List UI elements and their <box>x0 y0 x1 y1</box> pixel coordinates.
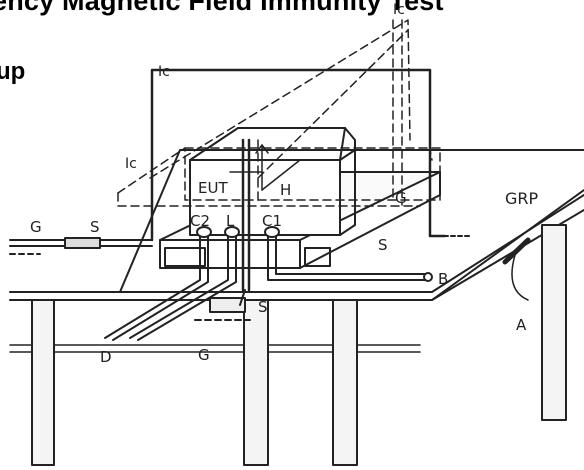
eut-box <box>189 127 356 236</box>
label-ic-top: Ic <box>158 64 170 80</box>
label-g-bottom: G <box>198 346 210 364</box>
grp-panel <box>431 189 584 301</box>
field-arrows <box>229 144 301 191</box>
label-ic-right: Ic <box>393 2 405 18</box>
cable-l <box>129 226 240 341</box>
label-l: L <box>226 212 235 230</box>
figure-title: ency Magnetic Field Immunity Test <box>0 0 444 16</box>
label-ic-left: Ic <box>125 156 137 172</box>
label-g-left: G <box>30 218 42 236</box>
label-c2: C2 <box>190 212 210 230</box>
label-s-left: S <box>90 218 100 236</box>
label-s-table: S <box>378 236 388 254</box>
cable-c1 <box>264 226 433 282</box>
label-b: B <box>438 270 448 288</box>
figure-subtitle: up <box>0 58 26 85</box>
label-c1: C1 <box>262 212 282 230</box>
label-eut: EUT <box>198 179 228 197</box>
label-h: H <box>280 181 291 199</box>
cable-c2 <box>104 226 212 341</box>
label-grp: GRP <box>505 189 539 208</box>
label-g-right: G <box>395 189 407 207</box>
label-d: D <box>100 348 112 366</box>
label-s-bottom: S <box>258 298 268 316</box>
ground-clamp-bottom <box>194 289 251 321</box>
ground-strap-left <box>9 237 153 255</box>
label-a: A <box>516 316 527 334</box>
ground-reference-table <box>9 149 584 466</box>
dashed-coil-positions <box>117 19 441 207</box>
